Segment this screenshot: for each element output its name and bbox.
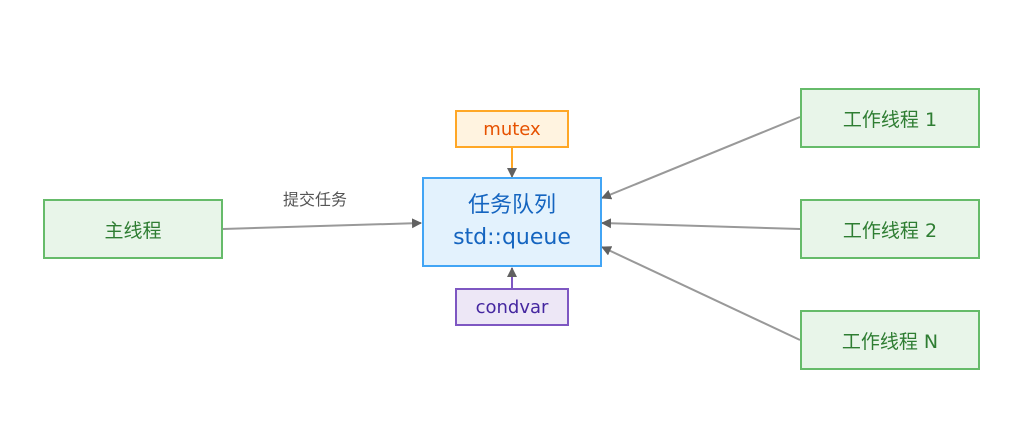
condvar-node[interactable]: condvar — [455, 288, 569, 326]
worker-thread-1-label: 工作线程 1 — [842, 108, 938, 131]
task-queue-title: 任务队列 — [467, 193, 556, 218]
mutex-node[interactable]: mutex — [455, 110, 569, 148]
condvar-label: condvar — [475, 296, 549, 318]
edge-label-submit-task: 提交任务 — [283, 190, 348, 209]
main-thread-node[interactable]: 主线程 — [43, 199, 223, 259]
edge-worker2-to-queue — [601, 218, 801, 230]
edge-worker1-to-queue — [601, 116, 801, 200]
worker-thread-2-label: 工作线程 2 — [842, 219, 938, 242]
mutex-label: mutex — [483, 118, 541, 140]
task-queue-node[interactable]: 任务队列 std::queue — [422, 177, 602, 267]
task-queue-subtitle: std::queue — [453, 225, 571, 250]
worker-thread-n-label: 工作线程 N — [841, 330, 939, 353]
edge-workerN-to-queue — [601, 246, 801, 341]
edge-main-to-queue — [222, 218, 422, 230]
worker-thread-1-node[interactable]: 工作线程 1 — [800, 88, 980, 148]
worker-thread-n-node[interactable]: 工作线程 N — [800, 310, 980, 370]
worker-thread-2-node[interactable]: 工作线程 2 — [800, 199, 980, 259]
main-thread-label: 主线程 — [104, 219, 162, 242]
